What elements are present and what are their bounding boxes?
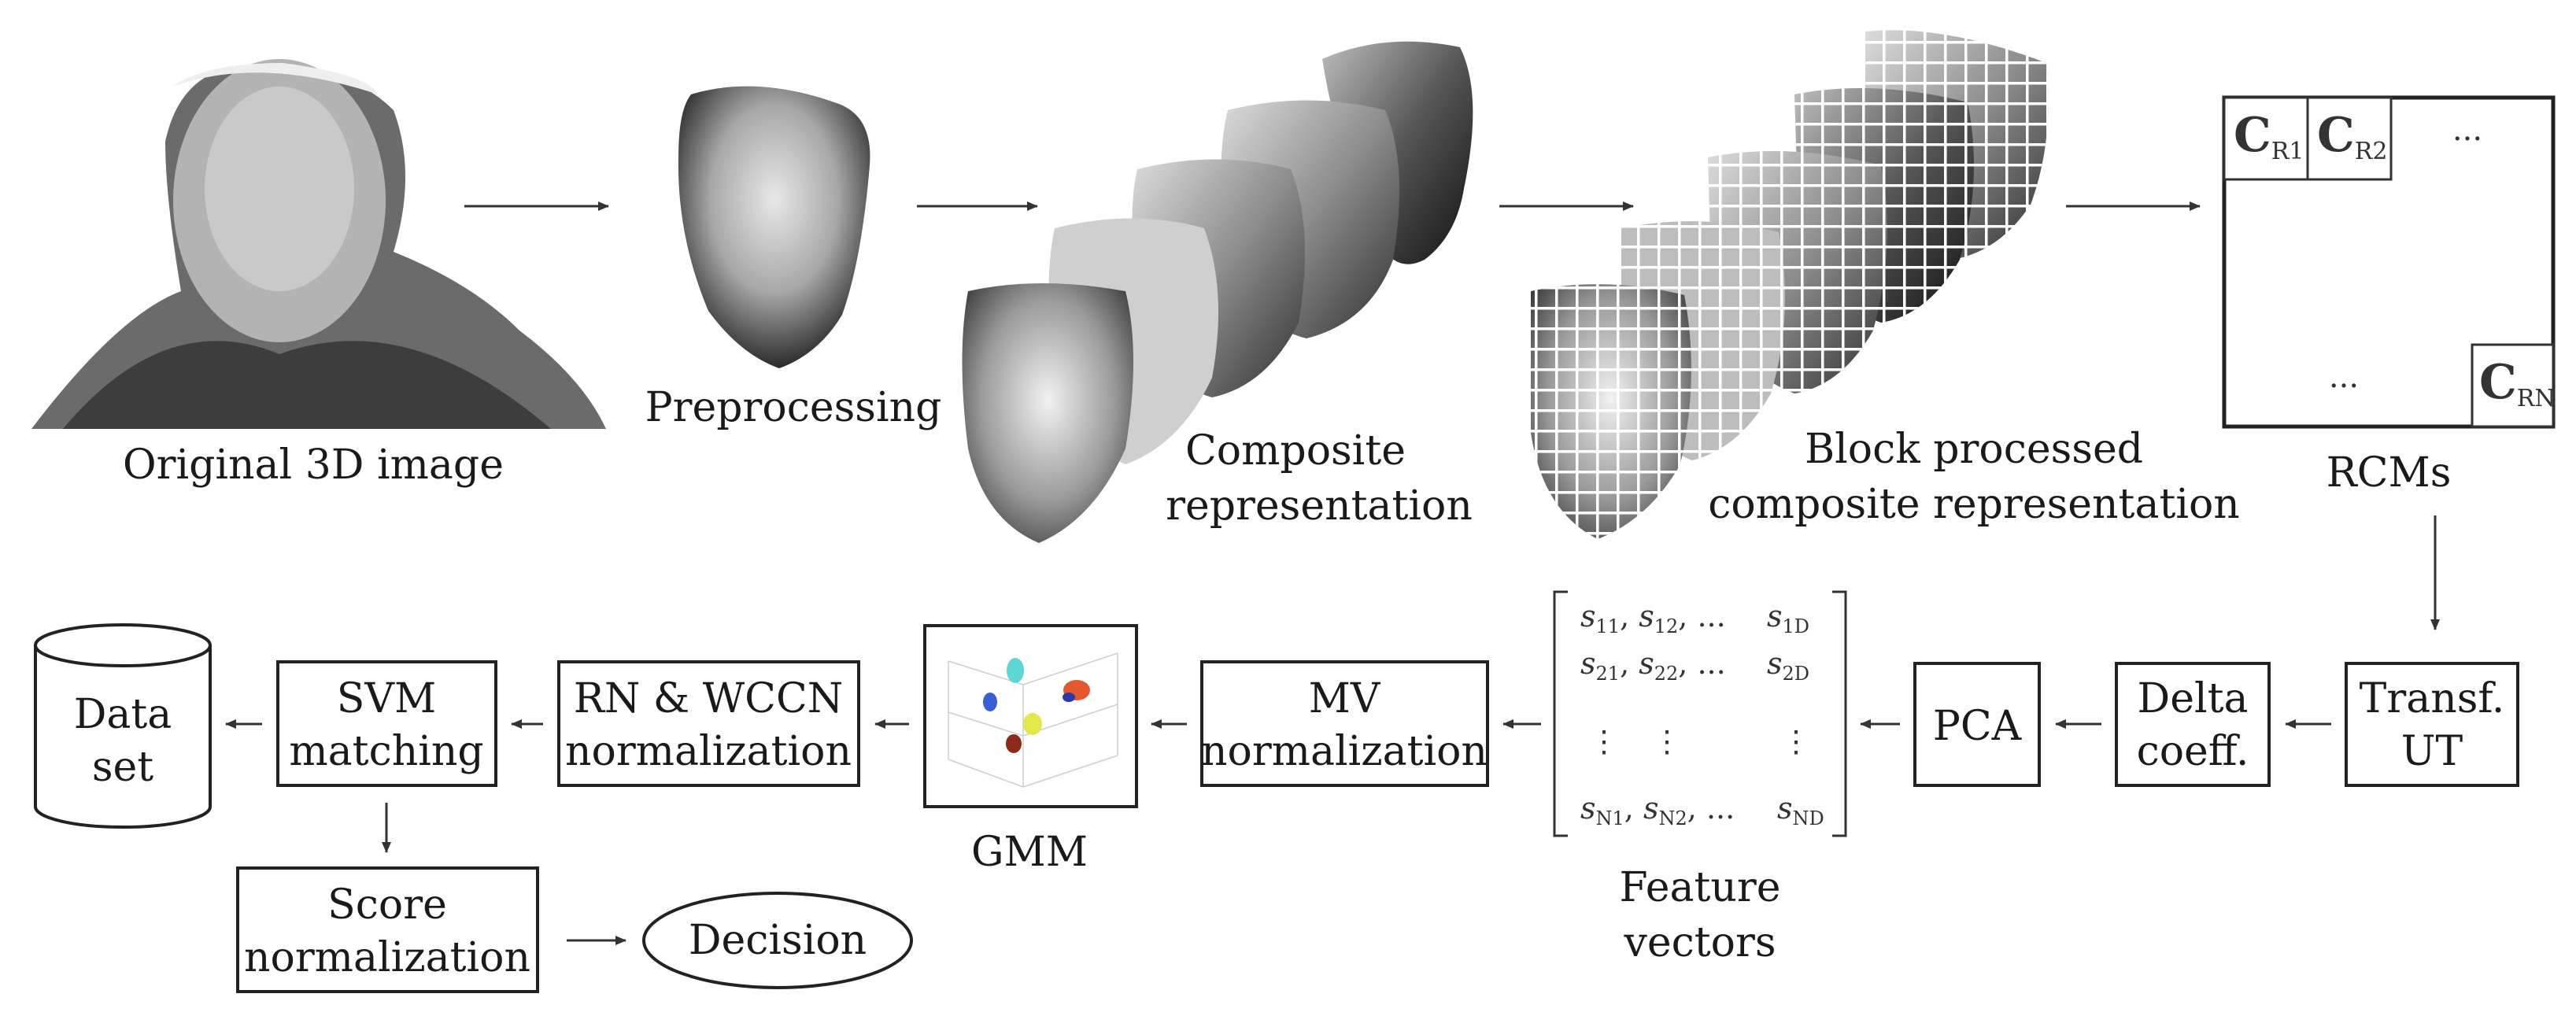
feature-vector-matrix: s11, s12, ... s1D s21, s22, ... s2D ⋮ ⋮ …	[1553, 590, 1847, 837]
svg-text:normalization: normalization	[565, 728, 852, 775]
svg-text:matching: matching	[289, 728, 483, 775]
block-label-line1: Block processed	[1805, 426, 2143, 473]
delta-coeff-box: Delta coeff.	[2115, 662, 2271, 787]
svg-text:coeff.: coeff.	[2137, 728, 2249, 775]
svg-text:Delta: Delta	[2138, 675, 2249, 722]
svm-matching-box: SVM matching	[276, 660, 497, 787]
rcm-cell-r2	[2306, 96, 2393, 181]
svg-text:RN & WCCN: RN & WCCN	[574, 675, 844, 722]
svg-text:⋮: ⋮	[1589, 724, 1619, 759]
feature-label-line2: vectors	[1623, 919, 1776, 966]
svg-text:CR1: CR1	[2234, 108, 2304, 165]
svg-text:CR2: CR2	[2317, 108, 2387, 165]
svg-text:⋮: ⋮	[1652, 724, 1682, 759]
rn-wccn-normalization-box: RN & WCCN normalization	[557, 660, 860, 787]
block-processed-images	[1531, 30, 2049, 539]
svg-text:Transf.: Transf.	[2360, 675, 2505, 722]
svg-text:Score: Score	[327, 881, 447, 929]
svg-text:⋮: ⋮	[1781, 724, 1811, 759]
svg-text:normalization: normalization	[1201, 728, 1488, 775]
svg-text:SVM: SVM	[337, 675, 436, 722]
svg-text:sND: sND	[1777, 791, 1824, 829]
svg-text:CRN: CRN	[2479, 355, 2556, 412]
svg-text:s1D: s1D	[1767, 599, 1809, 637]
pca-box: PCA	[1913, 662, 2041, 787]
composite-label-line2: representation	[1166, 482, 1473, 530]
score-normalization-box: Score normalization	[236, 866, 539, 993]
composite-representation-images	[962, 41, 1473, 543]
svg-text:Data: Data	[74, 691, 172, 738]
transf-ut-box: Transf. UT	[2345, 662, 2519, 787]
svg-text:UT: UT	[2401, 728, 2463, 775]
rcm-cell-r1	[2223, 96, 2309, 181]
rcm-matrix: CR1 CR2 CRN ... ...	[2222, 95, 2556, 429]
gmm-label: GMM	[971, 829, 1088, 876]
rcm-ellipsis-bottom: ...	[2329, 359, 2359, 395]
svg-text:sN1, sN2, ...: sN1, sN2, ...	[1580, 791, 1735, 829]
preprocessed-face-image	[678, 86, 870, 368]
svg-text:Decision: Decision	[689, 917, 867, 964]
rcm-cell-rn	[2471, 343, 2555, 428]
svg-text:MV: MV	[1309, 675, 1381, 722]
preprocessing-label: Preprocessing	[645, 384, 942, 431]
dataset-cylinder: Data set	[34, 623, 212, 829]
svg-text:PCA: PCA	[1933, 703, 2023, 750]
block-label-line2: composite representation	[1708, 481, 2240, 528]
svg-text:normalization: normalization	[244, 934, 530, 981]
decision-ellipse: Decision	[642, 892, 913, 989]
composite-label-line1: Composite	[1185, 427, 1406, 475]
original-3d-image	[31, 59, 606, 429]
rcm-ellipsis-top: ...	[2452, 112, 2482, 148]
feature-label-line1: Feature	[1619, 864, 1780, 911]
mv-normalization-box: MV normalization	[1200, 660, 1489, 787]
original-image-label: Original 3D image	[123, 441, 504, 489]
svg-text:s2D: s2D	[1767, 646, 1809, 685]
svg-text:set: set	[92, 744, 153, 791]
rcms-label: RCMs	[2327, 449, 2452, 497]
svg-text:s11, s12, ...: s11, s12, ...	[1580, 599, 1726, 637]
gmm-plot	[923, 624, 1138, 808]
svg-text:s21, s22, ...: s21, s22, ...	[1580, 646, 1726, 685]
